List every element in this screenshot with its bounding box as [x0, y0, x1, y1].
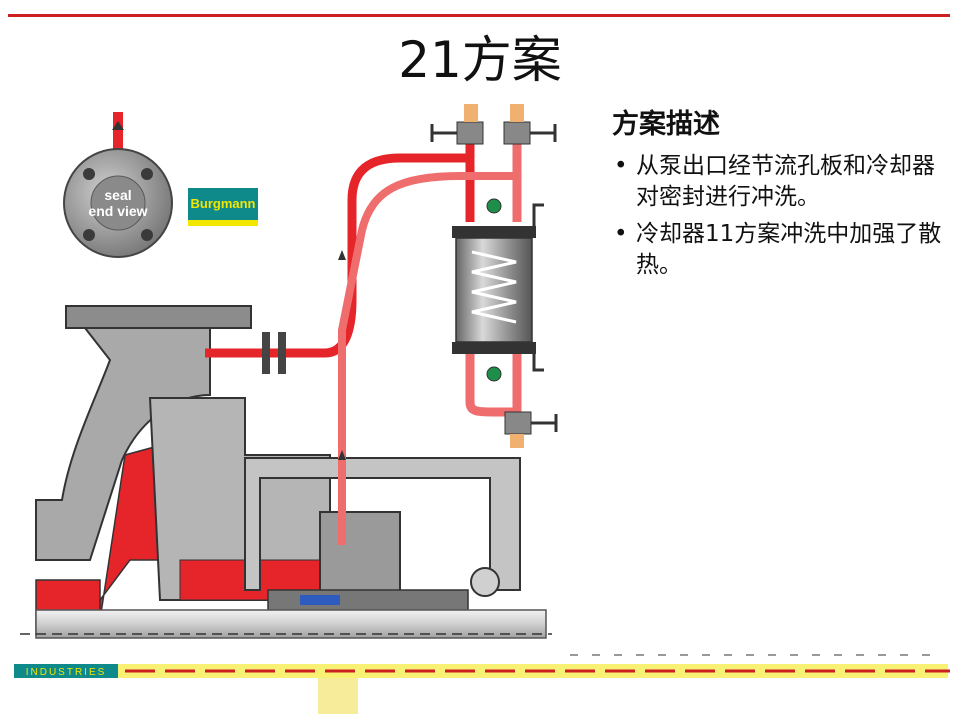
bullet-dot-icon: • [614, 221, 628, 247]
discharge-flange [65, 305, 252, 329]
bullet-text: 从泵出口经节流孔板和冷却器对密封进行冲洗。 [636, 153, 935, 210]
cooler-bottom-flange [452, 342, 536, 354]
cooled-flush-line [338, 172, 517, 545]
cooling-water-inlet-icon [532, 345, 544, 372]
seal-chamber-housing [148, 397, 331, 601]
bolt-icon [83, 168, 95, 180]
seal-face [300, 595, 340, 605]
seal-end-view-label: end view [88, 203, 147, 219]
flow-arrow-icon [112, 121, 124, 130]
pipe-cap-icon [464, 104, 478, 122]
industries-bar [14, 664, 118, 678]
vent-valve-icon [456, 121, 484, 145]
bullet-item: • 冷却器11方案冲洗中加强了散热。 [612, 219, 952, 281]
thermometer-icon [486, 366, 502, 382]
bullet-dot-icon: • [614, 153, 628, 179]
orifice-flange-icon [262, 332, 270, 374]
bullet-text: 冷却器11方案冲洗中加强了散热。 [636, 221, 942, 278]
flow-arrow-icon [338, 250, 346, 260]
bullet-list: • 从泵出口经节流孔板和冷却器对密封进行冲洗。 • 冷却器11方案冲洗中加强了散热。 [612, 151, 952, 281]
drain-valve-icon [504, 411, 532, 435]
logo-stripe [188, 220, 258, 226]
seal-end-view: seal end view [63, 112, 173, 258]
burgmann-logo: Burgmann [188, 188, 258, 226]
pipe-cap-icon [510, 434, 524, 448]
seal-end-view-label: seal [104, 187, 131, 203]
cooling-coil-icon [471, 250, 517, 324]
bullet-item: • 从泵出口经节流孔板和冷却器对密封进行冲洗。 [612, 151, 952, 213]
seal-cooler [452, 198, 544, 382]
bolt-icon [83, 229, 95, 241]
pipe-cap-icon [510, 104, 524, 122]
logo-text: Burgmann [191, 196, 256, 211]
logo-background [188, 188, 258, 224]
bottom-border: INDUSTRIES [14, 654, 950, 714]
bolt-icon [141, 229, 153, 241]
seal-gland [319, 511, 401, 603]
cooler-top-flange [452, 226, 536, 238]
bearing-icon [470, 567, 500, 597]
slide-title: 21方案 [398, 31, 562, 89]
mechanical-seal-cartridge [267, 589, 469, 613]
seal-bore [90, 175, 146, 231]
description-panel: 方案描述 • 从泵出口经节流孔板和冷却器对密封进行冲洗。 • 冷却器11方案冲洗中加… [612, 102, 952, 287]
thermometer-icon [486, 198, 502, 214]
cooler-return-loop [465, 350, 522, 417]
pump-casing [20, 305, 552, 639]
valves [430, 104, 558, 448]
decor-yellow-block [318, 678, 358, 714]
description-heading: 方案描述 [612, 109, 720, 140]
cooler-shell [455, 237, 533, 343]
industries-text: INDUSTRIES [26, 667, 107, 678]
flow-arrow-icon [338, 450, 346, 460]
top-rule [8, 14, 950, 17]
cooling-water-outlet-icon [532, 203, 544, 235]
bolt-icon [141, 168, 153, 180]
orifice-flange-icon [278, 332, 286, 374]
vent-valve-icon [503, 121, 531, 145]
